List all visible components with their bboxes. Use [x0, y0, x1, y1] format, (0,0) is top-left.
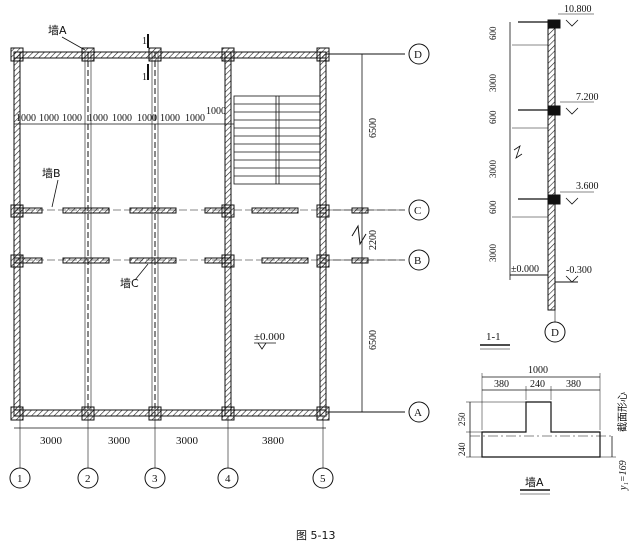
dim-6500-top: 6500 — [368, 118, 379, 138]
corridor-wall-b — [13, 257, 405, 264]
floor-level: ±0.000 — [254, 331, 285, 343]
ground-level: ±0.000 — [511, 264, 539, 275]
figure-caption: 图 5-13 — [296, 529, 335, 542]
dim-600-c: 600 — [488, 200, 498, 214]
section-mark-bottom: 1 — [142, 72, 147, 83]
detail-labels: 1000 380 240 380 250 240 截面形心 y₁=169 墙A — [457, 365, 629, 491]
dim-2200: 2200 — [368, 230, 379, 250]
centroid-value: y₁=169 — [618, 460, 629, 491]
section-mark-top: 1 — [142, 36, 147, 47]
axis-3: 3 — [152, 473, 158, 485]
section-labels: 10.800 7.200 3.600 ±0.000 -0.300 600 300… — [486, 4, 599, 343]
segment-dim: 1000 — [160, 113, 180, 124]
segment-dim: 1000 — [62, 113, 82, 124]
axis-4: 4 — [225, 473, 231, 485]
height-bottom: 240 — [457, 442, 467, 456]
total-width: 1000 — [528, 365, 548, 376]
wall-left — [13, 51, 21, 417]
dim-3000-c: 3000 — [488, 244, 498, 263]
wall-a-detail — [466, 373, 616, 495]
dim-3000-b: 3000 — [488, 160, 498, 179]
segment-dim: 1000 — [112, 113, 132, 124]
dim-6500-bottom: 6500 — [368, 330, 379, 350]
wall-top — [13, 51, 327, 59]
section-1-1 — [480, 13, 594, 350]
stair — [233, 95, 321, 185]
centroid-label: 截面形心 — [616, 392, 629, 432]
width-mid: 240 — [530, 379, 545, 390]
width-right: 380 — [566, 379, 581, 390]
wall-a-label: 墙A — [48, 23, 67, 37]
dim-3000-b: 3000 — [108, 435, 131, 447]
axis-b: B — [414, 255, 421, 267]
wall-bottom — [13, 409, 327, 417]
wall-right — [319, 51, 327, 417]
right-dims: 6500 2200 6500 — [368, 118, 379, 350]
corridor-wall-c — [13, 207, 405, 214]
width-left: 380 — [494, 379, 509, 390]
axis-cols: 1 2 3 4 5 — [9, 452, 334, 489]
pilasters — [10, 47, 330, 421]
level-7200: 7.200 — [576, 92, 599, 103]
segment-dim: 1000 — [185, 113, 205, 124]
outdoor-level: -0.300 — [566, 265, 592, 276]
dim-3800: 3800 — [262, 435, 285, 447]
axis-c: C — [414, 205, 421, 217]
dim-3000-a: 3000 — [40, 435, 63, 447]
segment-dims: 1000 1000 1000 1000 1000 1000 1000 1000 … — [16, 106, 226, 124]
dim-600-a: 600 — [488, 26, 498, 40]
floor-plan — [10, 34, 405, 452]
dim-600-b: 600 — [488, 110, 498, 124]
dim-3000-a: 3000 — [488, 74, 498, 93]
segment-dim: 1000 — [137, 113, 157, 124]
segment-dim: 1000 — [88, 113, 108, 124]
detail-title: 墙A — [525, 475, 544, 489]
segment-dim: 1000 — [39, 113, 59, 124]
axis-d: D — [414, 49, 422, 61]
segment-dim: 1000 — [16, 113, 36, 124]
section-title: 1-1 — [486, 331, 501, 343]
level-10800: 10.800 — [564, 4, 592, 15]
axis-2: 2 — [85, 473, 91, 485]
bottom-dims: 3000 3000 3000 3800 — [40, 435, 285, 447]
section-axis: D — [551, 327, 559, 339]
axis-1: 1 — [17, 473, 23, 485]
height-top: 250 — [457, 412, 467, 426]
axis-a: A — [414, 407, 422, 419]
axis-rows: D C B A — [408, 43, 430, 423]
axis-5: 5 — [320, 473, 326, 485]
wall-b-label: 墙B — [42, 166, 61, 180]
wall-c-label: 墙C — [120, 276, 139, 290]
level-3600: 3.600 — [576, 181, 599, 192]
dim-3000-c: 3000 — [176, 435, 199, 447]
segment-dim: 1000 — [206, 106, 226, 117]
